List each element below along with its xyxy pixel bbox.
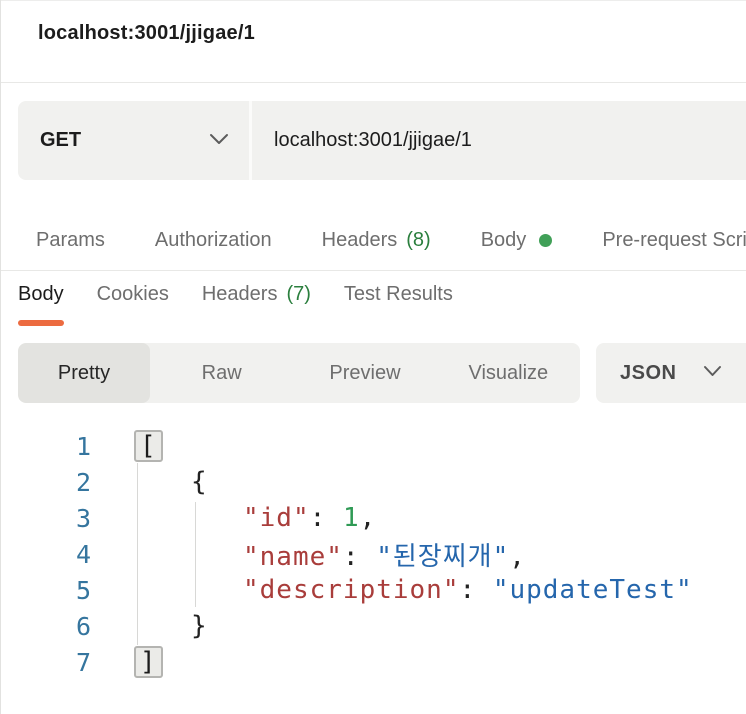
line-number: 2 — [75, 467, 91, 497]
headers-count-badge: (8) — [406, 228, 431, 251]
line-number: 4 — [75, 539, 91, 569]
code-line: 1[ — [0, 428, 746, 464]
request-tabs: Params Authorization Headers (8) Body Pr… — [36, 218, 746, 262]
format-label: JSON — [620, 361, 677, 384]
code-line: 7] — [0, 644, 746, 680]
url-input[interactable]: localhost:3001/jjigae/1 — [252, 101, 746, 180]
method-url-divider — [249, 101, 252, 180]
body-modified-dot-icon — [539, 233, 553, 247]
line-number: 3 — [75, 503, 91, 533]
tab-authorization[interactable]: Authorization — [154, 228, 272, 251]
json-token-punct: : — [459, 575, 493, 605]
section-divider — [0, 270, 746, 271]
code-line-text: "id": 1, — [91, 503, 376, 533]
view-mode-switcher: Pretty Raw Preview Visualize — [18, 343, 580, 403]
view-mode-visualize[interactable]: Visualize — [468, 361, 549, 384]
code-line-text: [ — [91, 430, 163, 462]
code-line-text: { — [91, 467, 208, 497]
tab-headers[interactable]: Headers (8) — [321, 228, 431, 251]
json-token-punct: } — [191, 611, 208, 641]
request-header: localhost:3001/jjigae/1 — [0, 0, 746, 83]
json-token-punct: { — [191, 467, 208, 497]
code-line: 3"id": 1, — [0, 500, 746, 536]
tab-body[interactable]: Body — [481, 229, 553, 252]
method-select[interactable]: GET — [18, 101, 249, 180]
view-mode-preview[interactable]: Preview — [329, 361, 401, 384]
tab-pre-request-script[interactable]: Pre-request Script — [602, 228, 746, 251]
chevron-down-icon — [209, 132, 229, 150]
response-tab-body[interactable]: Body — [18, 283, 64, 326]
json-token-key: "name" — [243, 541, 343, 572]
chevron-down-icon — [703, 364, 722, 382]
code-line-text: } — [91, 611, 208, 641]
view-mode-pretty[interactable]: Pretty — [18, 343, 150, 403]
method-label: GET — [40, 129, 82, 151]
json-token-punct: , — [509, 541, 526, 572]
code-lines: 1[2{3"id": 1,4"name": "된장찌개",5"descripti… — [0, 428, 746, 680]
window-top-border — [0, 0, 746, 1]
line-number: 1 — [75, 431, 91, 461]
code-line-text: "name": "된장찌개", — [91, 536, 526, 573]
response-body-editor[interactable]: 1[2{3"id": 1,4"name": "된장찌개",5"descripti… — [0, 428, 746, 698]
json-token-key: "id" — [243, 503, 310, 533]
request-title: localhost:3001/jjigae/1 — [38, 22, 255, 44]
json-token-str: "updateTest" — [492, 575, 693, 605]
indent-guide — [137, 463, 138, 645]
tab-params[interactable]: Params — [36, 228, 105, 251]
response-tab-cookies[interactable]: Cookies — [96, 283, 169, 305]
code-line-text: ] — [91, 646, 163, 678]
response-tab-headers[interactable]: Headers (7) — [201, 283, 311, 305]
code-line: 6} — [0, 608, 746, 644]
view-mode-raw[interactable]: Raw — [201, 361, 242, 384]
request-url-row: GET localhost:3001/jjigae/1 — [18, 101, 746, 180]
fold-marker[interactable]: [ — [134, 430, 163, 462]
response-tab-test-results[interactable]: Test Results — [343, 283, 453, 305]
active-tab-underline — [18, 320, 64, 326]
json-token-str: "된장찌개" — [376, 541, 510, 572]
code-line: 4"name": "된장찌개", — [0, 536, 746, 572]
format-dropdown[interactable]: JSON — [596, 343, 746, 403]
line-number: 5 — [75, 575, 91, 605]
json-token-punct: : — [309, 503, 343, 533]
json-token-punct: , — [359, 503, 377, 533]
code-line-text: "description": "updateTest" — [91, 575, 693, 605]
json-token-punct: : — [342, 541, 377, 572]
response-tabs: Body Cookies Headers (7) Test Results — [18, 283, 453, 326]
code-line: 2{ — [0, 464, 746, 500]
line-number: 6 — [75, 611, 91, 641]
code-line: 5"description": "updateTest" — [0, 572, 746, 608]
line-number: 7 — [75, 647, 91, 677]
fold-marker[interactable]: ] — [134, 646, 163, 678]
json-token-key: "description" — [243, 575, 460, 605]
pane-left-border — [0, 0, 1, 714]
indent-guide — [195, 502, 196, 607]
json-token-num: 1 — [342, 503, 360, 533]
response-headers-count-badge: (7) — [286, 283, 311, 305]
